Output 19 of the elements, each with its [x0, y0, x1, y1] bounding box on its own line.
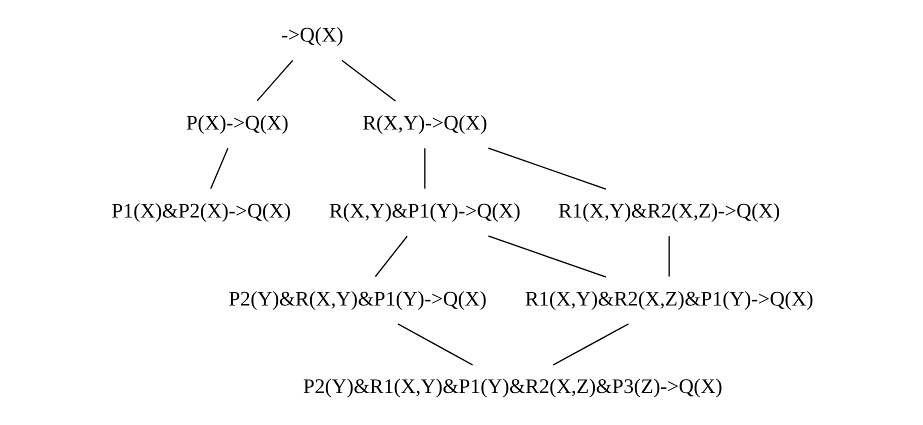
- connector: [668, 236, 670, 277]
- node-text: R(X,Y)->Q(X): [362, 112, 487, 135]
- node-text: ->Q(X): [280, 24, 343, 47]
- connector: [552, 323, 628, 366]
- connector: [488, 235, 606, 278]
- node-text: P1(X)&P2(X)->Q(X): [111, 200, 290, 222]
- node-text: R(X,Y)&P1(Y)->Q(X): [328, 200, 520, 222]
- node-text: R1(X,Y)&R2(X,Z)&P1(Y)->Q(X): [524, 288, 813, 310]
- node-text: P2(Y)&R1(X,Y)&P1(Y)&R2(X,Z)&P3(Z)->Q(X): [302, 376, 722, 398]
- connector: [256, 60, 293, 102]
- node-text: P2(Y)&R(X,Y)&P1(Y)->Q(X): [228, 288, 486, 310]
- connector: [374, 236, 408, 277]
- connector: [424, 148, 425, 189]
- connector: [210, 148, 228, 189]
- connector: [397, 323, 472, 366]
- node-text: P(X)->Q(X): [186, 112, 288, 135]
- node-text: R1(X,Y)&R2(X,Z)->Q(X): [558, 200, 780, 222]
- connector: [488, 147, 606, 190]
- connector: [341, 60, 396, 102]
